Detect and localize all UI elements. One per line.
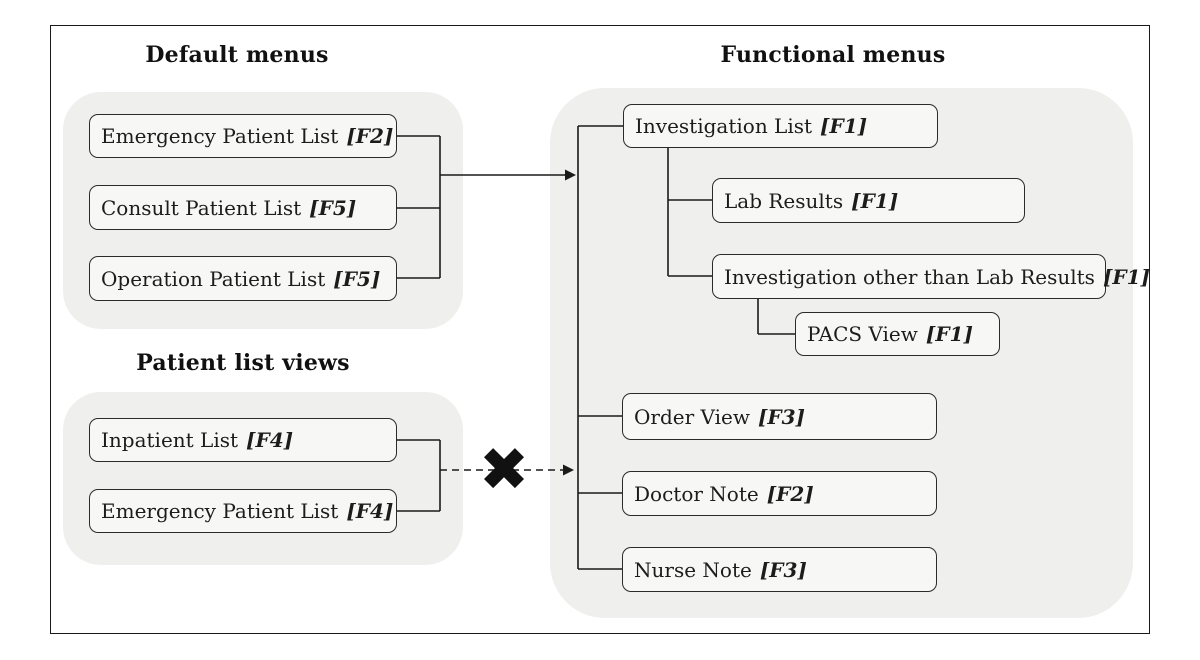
blocked-cross-icon: ✖ [478, 435, 530, 505]
node-pacs-view-f1: PACS View [F1] [795, 312, 1000, 356]
node-label: Order View [634, 404, 750, 429]
node-fkey: [F1] [820, 114, 868, 138]
node-fkey: [F5] [333, 266, 381, 291]
node-investigation-other-than-lab-results-f1: Investigation other than Lab Results [F1… [712, 254, 1150, 299]
node-investigation-list-f1: Investigation List [F1] [623, 104, 938, 148]
node-fkey: [F2] [346, 124, 394, 148]
node-label: Lab Results [724, 188, 844, 213]
arrowhead-solid [565, 169, 576, 181]
node-fkey: [F1] [851, 188, 899, 213]
node-doctor-note-f2: Doctor Note [F2] [622, 471, 937, 516]
node-label: Inpatient List [101, 428, 239, 452]
node-label: Emergency Patient List [101, 499, 339, 523]
node-label: Investigation List [635, 114, 813, 138]
section-title-patient-list-views: Patient list views [136, 350, 350, 376]
node-order-view-f3: Order View [F3] [622, 393, 937, 440]
node-fkey: [F1] [925, 322, 973, 346]
node-label: Emergency Patient List [101, 124, 339, 148]
node-fkey: [F3] [759, 557, 807, 582]
section-title-functional-menus: Functional menus [720, 42, 946, 68]
node-lab-results-f1: Lab Results [F1] [712, 178, 1025, 223]
node-operation-patient-list-f5: Operation Patient List [F5] [89, 256, 397, 301]
node-label: Consult Patient List [101, 195, 302, 220]
node-label: Investigation other than Lab Results [724, 264, 1095, 289]
node-fkey: [F5] [309, 195, 357, 220]
node-emergency-patient-list-f2: Emergency Patient List [F2] [89, 114, 397, 158]
node-label: Doctor Note [634, 481, 759, 506]
section-title-default-menus: Default menus [145, 42, 329, 68]
node-fkey: [F4] [346, 499, 394, 523]
node-inpatient-list-f4: Inpatient List [F4] [89, 418, 397, 462]
arrowhead-dashed [563, 464, 574, 476]
node-fkey: [F2] [766, 481, 814, 506]
node-fkey: [F1] [1102, 264, 1150, 289]
node-consult-patient-list-f5: Consult Patient List [F5] [89, 185, 397, 230]
node-fkey: [F4] [246, 428, 294, 452]
node-emergency-patient-list-f4: Emergency Patient List [F4] [89, 489, 397, 533]
node-nurse-note-f3: Nurse Note [F3] [622, 547, 937, 592]
node-label: Nurse Note [634, 557, 752, 582]
node-fkey: [F3] [757, 404, 806, 429]
node-label: Operation Patient List [101, 266, 326, 291]
node-label: PACS View [807, 322, 918, 346]
